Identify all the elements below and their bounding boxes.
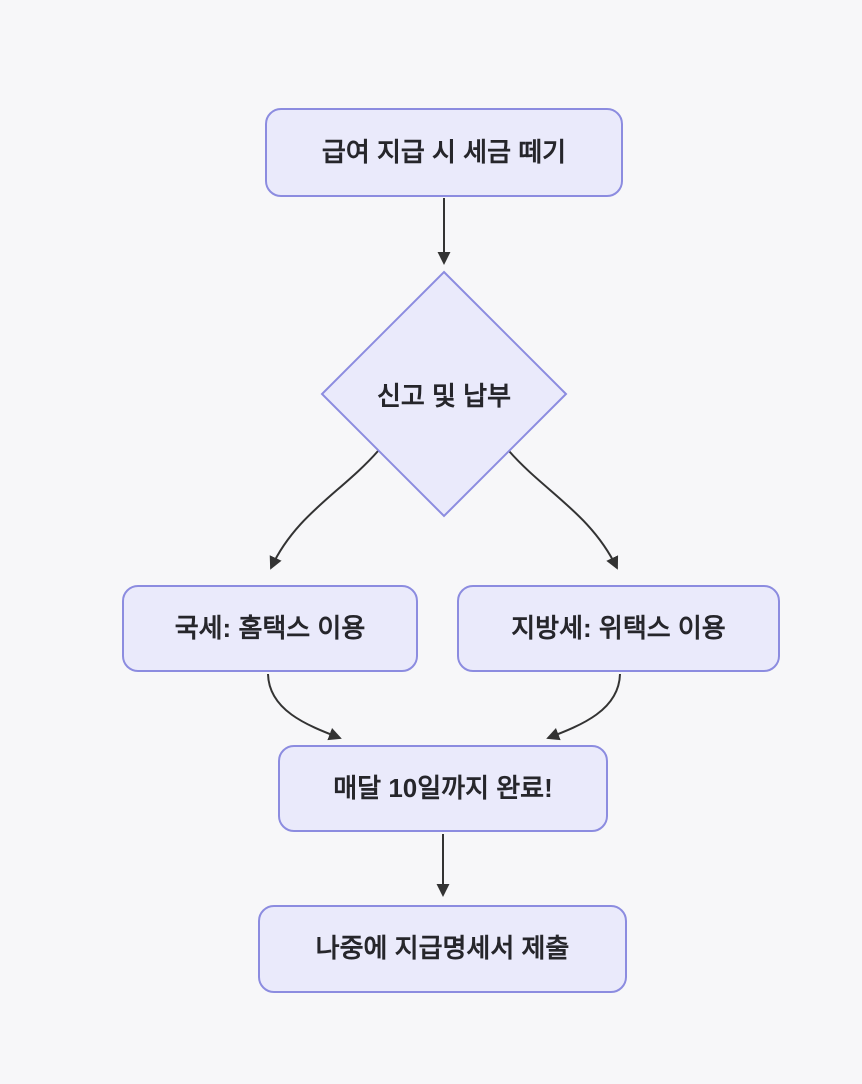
decision-node-shape xyxy=(320,270,568,518)
edge-decision-to-national-tax xyxy=(269,450,379,570)
edge-decision-to-local-tax xyxy=(508,450,619,570)
edge-local-tax-to-deadline xyxy=(546,673,621,741)
node-local-tax: 지방세: 위택스 이용 xyxy=(457,585,780,672)
node-deadline-label: 매달 10일까지 완료! xyxy=(333,772,553,803)
node-payment-statement: 나중에 지급명세서 제출 xyxy=(258,905,627,993)
node-deadline: 매달 10일까지 완료! xyxy=(278,745,608,832)
edge-national-tax-to-deadline xyxy=(267,673,342,741)
node-local-tax-label: 지방세: 위택스 이용 xyxy=(511,612,726,643)
node-national-tax: 국세: 홈택스 이용 xyxy=(122,585,418,672)
node-deduct-tax-label: 급여 지급 시 세금 떼기 xyxy=(321,136,567,167)
node-deduct-tax: 급여 지급 시 세금 떼기 xyxy=(265,108,623,197)
node-national-tax-label: 국세: 홈택스 이용 xyxy=(174,612,366,643)
node-payment-statement-label: 나중에 지급명세서 제출 xyxy=(315,933,570,964)
